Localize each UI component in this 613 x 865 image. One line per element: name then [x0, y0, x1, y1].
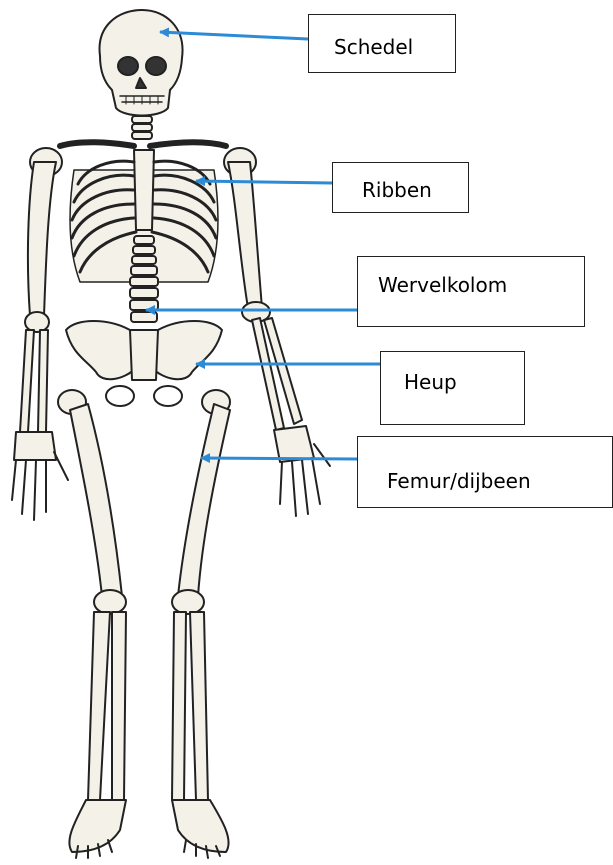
hand-left — [12, 432, 68, 520]
clavicle-left — [60, 142, 134, 146]
label-heup-text: Heup — [404, 372, 457, 392]
foot-left — [69, 800, 126, 858]
lower-leg-left — [88, 612, 126, 800]
arrow-femur — [201, 458, 357, 459]
clavicle-right — [150, 142, 226, 146]
label-heup: Heup — [380, 351, 525, 425]
femur-left — [58, 390, 122, 596]
femur-right — [178, 390, 230, 596]
upper-arm-left — [25, 162, 56, 332]
lower-leg-right — [172, 612, 208, 800]
arrow-schedel — [160, 32, 308, 39]
forearm-right — [252, 318, 302, 430]
arrow-ribben — [196, 181, 332, 183]
label-ribben-text: Ribben — [362, 180, 432, 200]
hand-right — [274, 426, 330, 516]
label-femur: Femur/dijbeen — [357, 436, 613, 508]
kneecap-right — [172, 590, 204, 614]
foot-right — [172, 800, 229, 858]
label-schedel-text: Schedel — [334, 37, 413, 57]
label-ribben: Ribben — [332, 162, 469, 213]
neck-vertebrae — [132, 116, 152, 139]
label-femur-text: Femur/dijbeen — [387, 471, 531, 491]
upper-arm-right — [228, 162, 270, 322]
label-wervelkolom-text: Wervelkolom — [378, 275, 507, 295]
forearm-left — [20, 330, 48, 432]
kneecap-left — [94, 590, 126, 614]
label-schedel: Schedel — [308, 14, 456, 73]
skull — [100, 10, 183, 116]
label-wervelkolom: Wervelkolom — [357, 256, 585, 327]
